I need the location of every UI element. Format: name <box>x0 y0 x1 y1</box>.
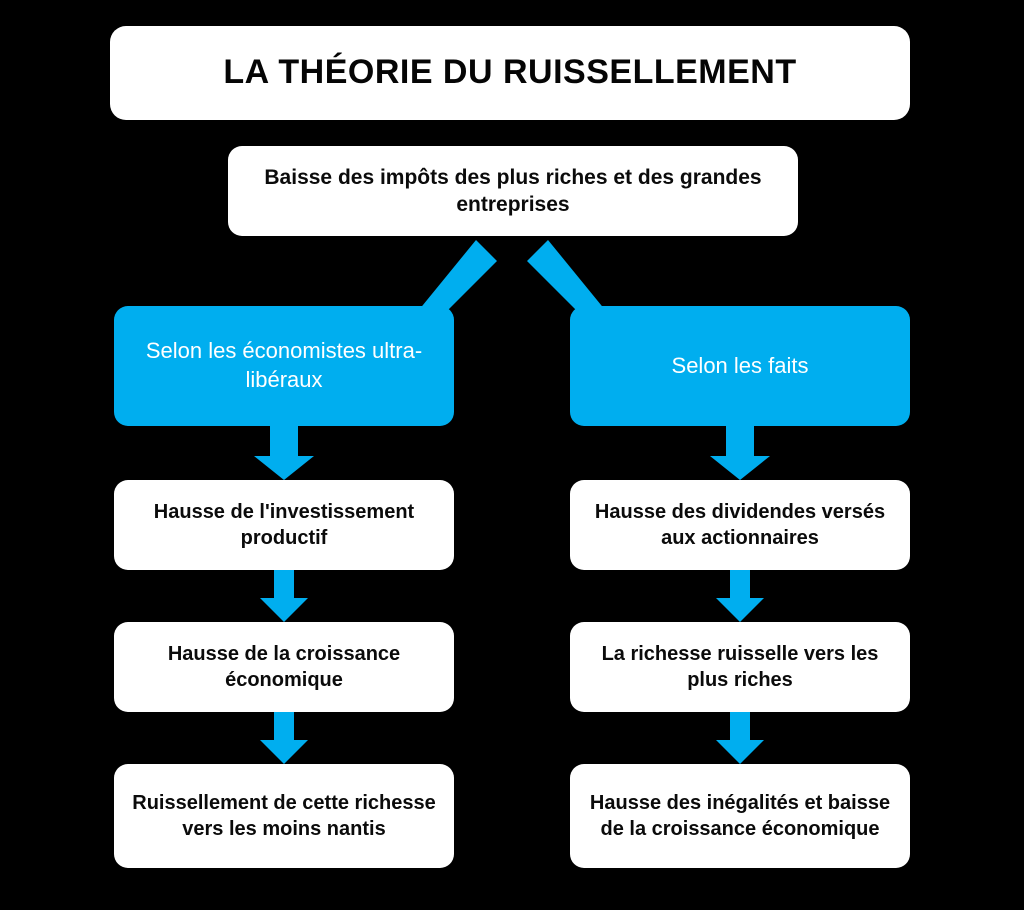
branch-header-facts: Selon les faits <box>570 306 910 426</box>
step-box: La richesse ruisselle vers les plus rich… <box>570 622 910 712</box>
step-box: Hausse de la croissance économique <box>114 622 454 712</box>
step-label: Hausse des dividendes versés aux actionn… <box>594 501 886 549</box>
premise-label: Baisse des impôts des plus riches et des… <box>264 165 762 216</box>
branch-header-label: Selon les faits <box>671 352 809 378</box>
premise-box: Baisse des impôts des plus riches et des… <box>228 146 798 236</box>
step-label: Hausse de la croissance économique <box>167 643 401 691</box>
step-label: Hausse de l'investissement productif <box>153 501 415 549</box>
step-box: Hausse des inégalités et baisse de la cr… <box>570 764 910 868</box>
branch-header-economists: Selon les économistes ultra-libéraux <box>114 306 454 426</box>
branch-header-label: Selon les économistes ultra-libéraux <box>145 338 423 392</box>
page-title: LA THÉORIE DU RUISSELLEMENT <box>223 53 797 92</box>
step-label: La richesse ruisselle vers les plus rich… <box>601 643 879 691</box>
step-box: Hausse des dividendes versés aux actionn… <box>570 480 910 570</box>
step-box: Ruissellement de cette richesse vers les… <box>114 764 454 868</box>
arrow-down-icon <box>254 426 314 764</box>
step-label: Ruissellement de cette richesse vers les… <box>132 792 436 840</box>
step-box: Hausse de l'investissement productif <box>114 480 454 570</box>
step-label: Hausse des inégalités et baisse de la cr… <box>589 792 891 840</box>
diagram-title-box: LA THÉORIE DU RUISSELLEMENT <box>110 26 910 120</box>
arrow-down-icon <box>710 426 770 764</box>
